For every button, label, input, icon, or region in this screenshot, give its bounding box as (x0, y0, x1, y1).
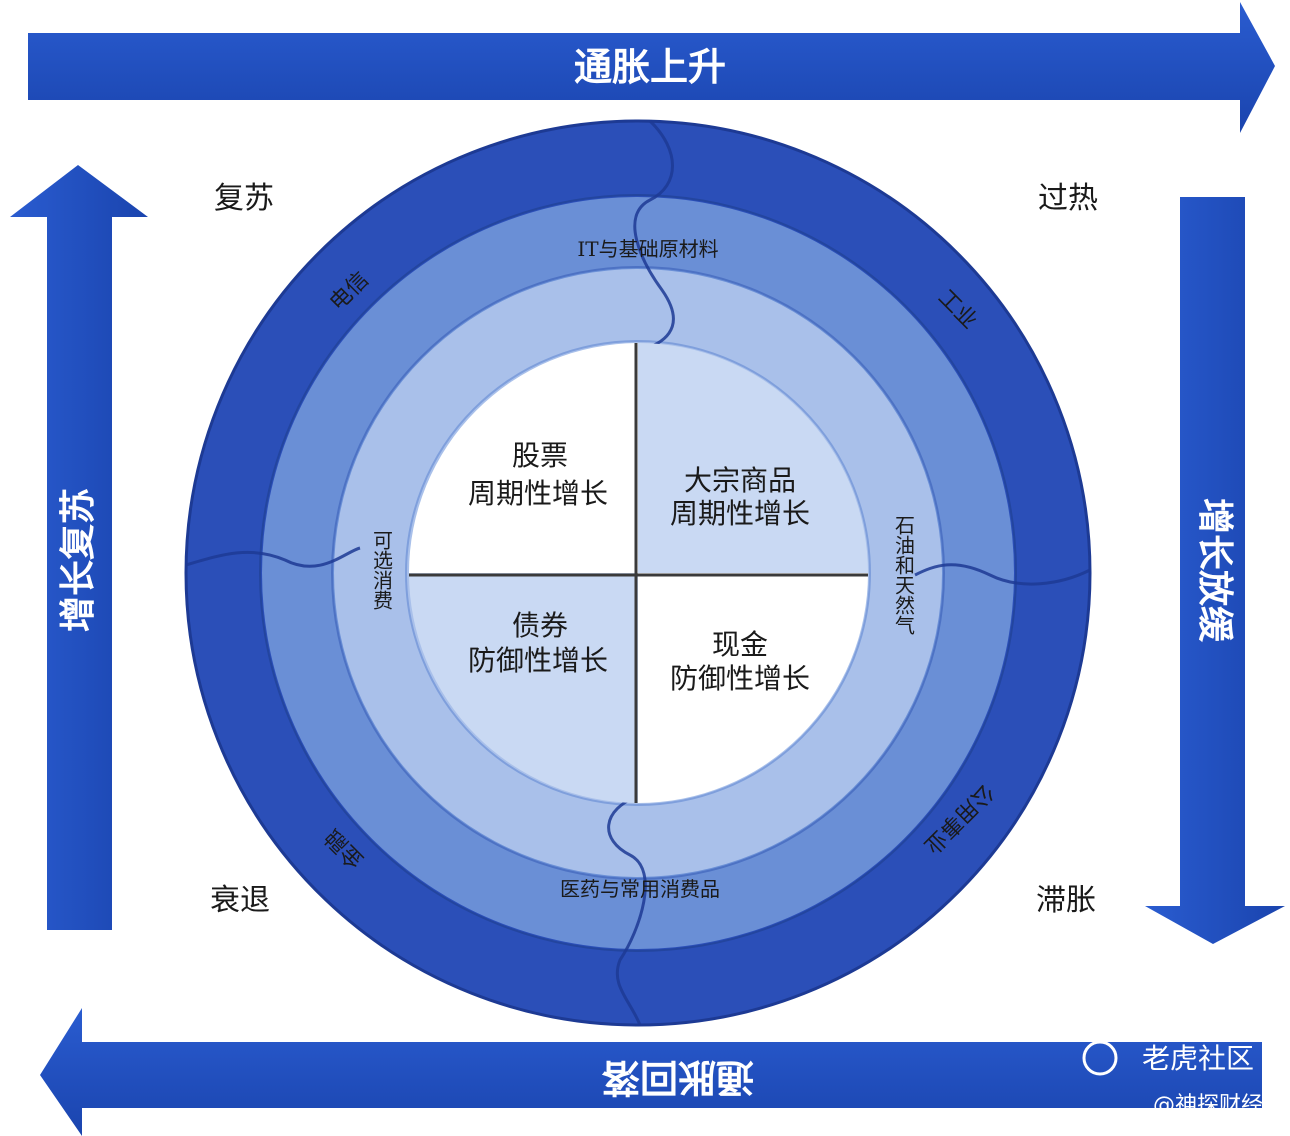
ring-label-oil-gas: 石油和天然气 (892, 515, 916, 635)
cash-sublabel: 防御性增长 (670, 662, 810, 695)
watermark: 老虎社区 @神探财经 (1082, 1040, 1263, 1118)
ring-label-discretionary: 可选消费 (370, 530, 394, 610)
commodities-label: 大宗商品 (684, 464, 796, 497)
watermark-author: @神探财经 (1153, 1093, 1263, 1118)
phase-overheat: 过热 (1038, 181, 1098, 216)
phase-recovery: 复苏 (214, 181, 274, 216)
phase-stagflation: 滞胀 (1036, 883, 1096, 918)
tiger-logo-icon (1082, 1040, 1118, 1076)
ring-label-it-materials: IT与基础原材料 (577, 237, 718, 261)
quadrant-bonds (409, 573, 638, 803)
asset-quadrants (409, 343, 868, 803)
bonds-label: 债券 (512, 609, 568, 642)
cash-label: 现金 (712, 628, 768, 661)
bonds-sublabel: 防御性增长 (468, 644, 608, 677)
stocks-label: 股票 (512, 439, 568, 472)
inflation-rising-arrow: 通胀上升 (28, 2, 1275, 133)
stocks-sublabel: 周期性增长 (468, 477, 608, 510)
growth-slowing-label: 增长放缓 (1194, 498, 1235, 643)
phase-recession: 衰退 (210, 883, 270, 918)
quadrant-commodities (638, 343, 868, 573)
watermark-brand: 老虎社区 (1142, 1042, 1254, 1075)
quadrant-stocks (409, 343, 638, 573)
quadrant-cash (638, 573, 868, 803)
ring-label-pharma-staples: 医药与常用消费品 (560, 877, 720, 901)
inflation-rising-label: 通胀上升 (574, 45, 726, 89)
growth-recovery-arrow: 增长复苏 (10, 165, 148, 930)
inflation-falling-arrow: 通胀回落 (40, 1008, 1262, 1136)
inflation-falling-label: 通胀回落 (601, 1056, 754, 1100)
growth-recovery-label: 增长复苏 (58, 488, 99, 632)
growth-slowing-arrow: 增长放缓 (1145, 197, 1285, 944)
commodities-sublabel: 周期性增长 (670, 497, 810, 530)
